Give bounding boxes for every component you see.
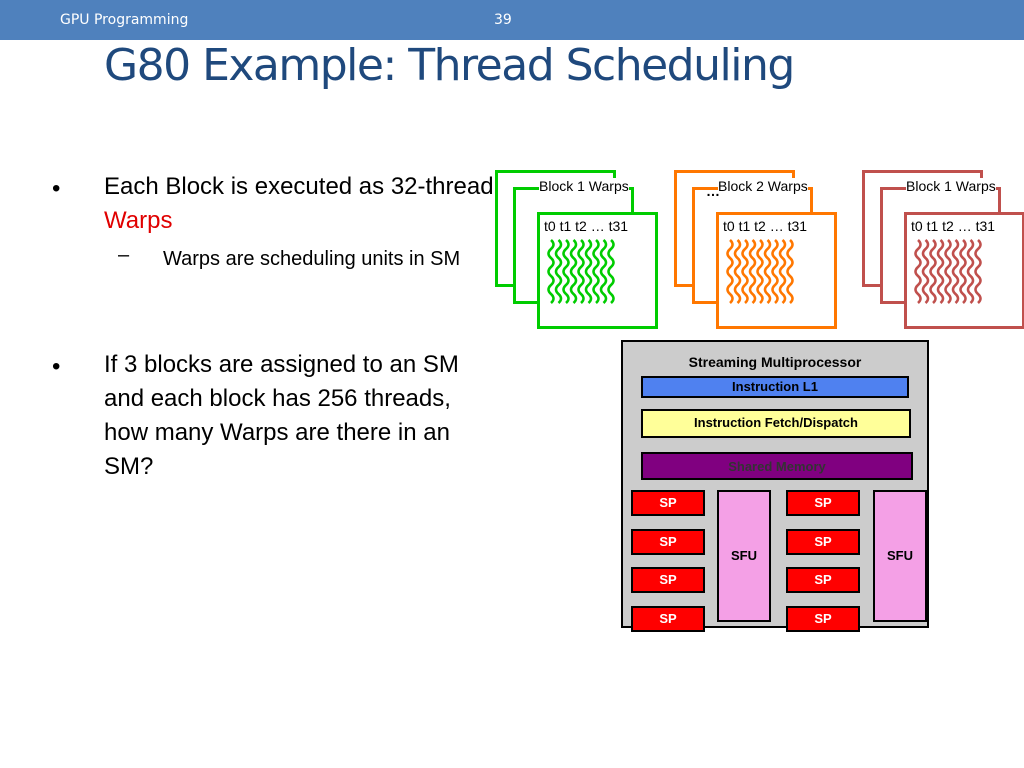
thread-wave xyxy=(771,239,779,304)
course-title: GPU Programming xyxy=(60,12,189,28)
block-label: Block 2 Warps xyxy=(718,178,808,194)
sp-unit: SP xyxy=(786,606,860,632)
thread-label: t0 t1 t2 … t31 xyxy=(544,218,629,234)
header-bar: GPU Programming 39 xyxy=(0,0,1024,40)
thread-wave xyxy=(748,239,757,304)
sp-unit: SP xyxy=(786,529,860,555)
thread-wave xyxy=(763,239,772,304)
thread-wave xyxy=(726,239,734,304)
thread-wave xyxy=(562,239,570,304)
slide-title: G80 Example: Thread Scheduling xyxy=(104,40,795,91)
bullet-1-body: Each Block is executed as 32-thread xyxy=(104,173,494,200)
thread-wave xyxy=(584,239,593,304)
thread-wave xyxy=(951,239,960,304)
sp-unit: SP xyxy=(631,490,705,516)
thread-wave xyxy=(959,239,967,304)
sp-unit: SP xyxy=(786,490,860,516)
thread-label: t0 t1 t2 … t31 xyxy=(911,218,996,234)
warps-highlight: Warps xyxy=(104,207,173,234)
sp-unit: SP xyxy=(631,606,705,632)
warp-threads-graphic xyxy=(547,239,615,304)
thread-wave xyxy=(592,239,600,304)
thread-wave xyxy=(741,239,749,304)
block-label: Block 1 Warps xyxy=(539,178,629,194)
warp-threads-graphic xyxy=(914,239,982,304)
bullet-text-2: If 3 blocks are assigned to an SM and ea… xyxy=(104,351,459,480)
shared-memory: Shared Memory xyxy=(641,452,913,480)
bullet-marker-2: • xyxy=(52,353,61,380)
thread-wave xyxy=(607,239,615,304)
thread-wave xyxy=(929,239,937,304)
sp-unit: SP xyxy=(631,567,705,593)
bullet-marker-1: • xyxy=(52,175,61,202)
thread-wave xyxy=(778,239,787,304)
thread-wave xyxy=(914,239,922,304)
sub-bullet-text: Warps are scheduling units in SM xyxy=(163,248,461,270)
thread-label: t0 t1 t2 … t31 xyxy=(723,218,808,234)
thread-wave xyxy=(974,239,982,304)
thread-wave xyxy=(786,239,794,304)
thread-wave xyxy=(966,239,975,304)
block-label: Block 1 Warps xyxy=(906,178,996,194)
thread-wave xyxy=(577,239,585,304)
sub-bullet-marker: – xyxy=(118,244,130,266)
thread-wave xyxy=(554,239,563,304)
thread-wave xyxy=(944,239,952,304)
page-number: 39 xyxy=(494,12,512,28)
thread-wave xyxy=(756,239,764,304)
instruction-l1: Instruction L1 xyxy=(641,376,909,398)
bullet-text-1: Each Block is executed as 32-thread Warp… xyxy=(104,170,494,238)
thread-wave xyxy=(599,239,608,304)
sp-unit: SP xyxy=(786,567,860,593)
sm-title: Streaming Multiprocessor xyxy=(688,354,862,370)
thread-wave xyxy=(569,239,578,304)
warp-threads-graphic xyxy=(726,239,794,304)
streaming-multiprocessor: Streaming Multiprocessor Instruction L1 … xyxy=(621,340,929,632)
thread-wave xyxy=(547,239,555,304)
sfu-unit: SFU xyxy=(717,490,771,622)
thread-wave xyxy=(921,239,930,304)
thread-wave xyxy=(733,239,742,304)
thread-wave xyxy=(936,239,945,304)
sfu-unit: SFU xyxy=(873,490,927,622)
sp-unit: SP xyxy=(631,529,705,555)
ellipsis-marker: … xyxy=(706,183,720,199)
instruction-fetch-dispatch: Instruction Fetch/Dispatch xyxy=(641,409,911,438)
